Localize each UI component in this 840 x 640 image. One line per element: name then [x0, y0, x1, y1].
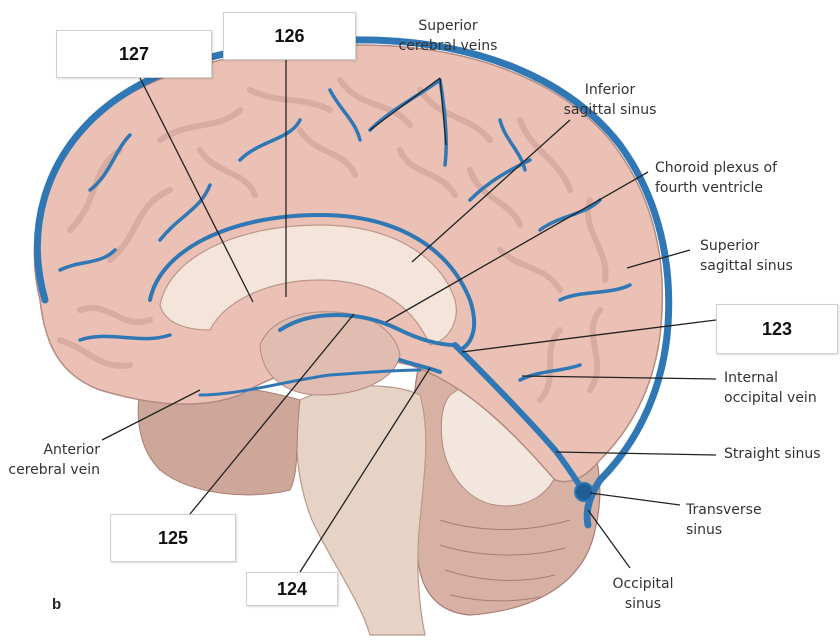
leader-superior-sagittal-sinus: [626, 249, 691, 269]
leader-inferior-sagittal-sinus: [411, 119, 571, 263]
label-internal-occipital-vein: Internal occipital vein: [724, 370, 817, 406]
thalamus: [259, 311, 401, 396]
number-box-126[interactable]: 126: [223, 12, 356, 60]
number-box-124[interactable]: 124: [246, 572, 338, 606]
cerebellum-folia: [439, 519, 571, 602]
label-occipital-sinus: Occipital sinus: [612, 576, 674, 612]
number-box-127[interactable]: 127: [56, 30, 212, 78]
internal-cerebral-vein-vessel: [278, 313, 457, 347]
leader-124: [299, 367, 431, 573]
number-box-123[interactable]: 123: [716, 304, 838, 354]
leader-superior-cerebral-veins-a: [369, 77, 441, 131]
panel-letter: b: [52, 596, 62, 613]
label-choroid-plexus: Choroid plexus of fourth ventricle: [655, 160, 777, 196]
label-straight-sinus: Straight sinus: [724, 446, 821, 462]
label-transverse-sinus: Transverse sinus: [686, 502, 762, 538]
transverse-sinus-cross-section: [574, 482, 594, 502]
leader-straight-sinus: [555, 451, 717, 456]
straight-sinus-vessel: [452, 342, 591, 503]
superior-sagittal-sinus-vessel: [33, 36, 673, 529]
label-inferior-sagittal-sinus: Inferior sagittal sinus: [563, 82, 657, 118]
brainstem: [295, 385, 427, 636]
leader-choroid-plexus: [385, 171, 649, 323]
leader-127: [139, 77, 254, 303]
basal-vein-vessel: [198, 368, 422, 397]
leader-125: [189, 313, 355, 515]
leader-anterior-cerebral-vein: [101, 389, 201, 441]
superficial-veins: [58, 78, 632, 382]
leader-occipital-sinus: [587, 509, 631, 569]
venous-system: [33, 36, 673, 529]
leader-lines: [101, 60, 717, 573]
leader-123: [461, 319, 717, 353]
label-superior-cerebral-veins: Superior cerebral veins: [398, 18, 498, 54]
leader-superior-cerebral-veins-b: [439, 77, 447, 146]
label-superior-sagittal-sinus: Superior sagittal sinus: [700, 238, 793, 274]
label-anterior-cerebral-vein: Anterior cerebral vein: [8, 442, 100, 478]
leader-transverse-sinus: [589, 492, 681, 506]
number-box-125[interactable]: 125: [110, 514, 236, 562]
inferior-sagittal-sinus-vessel: [148, 212, 477, 352]
leader-internal-occipital-vein: [521, 375, 717, 380]
great-cerebral-vein-vessel: [398, 358, 442, 374]
